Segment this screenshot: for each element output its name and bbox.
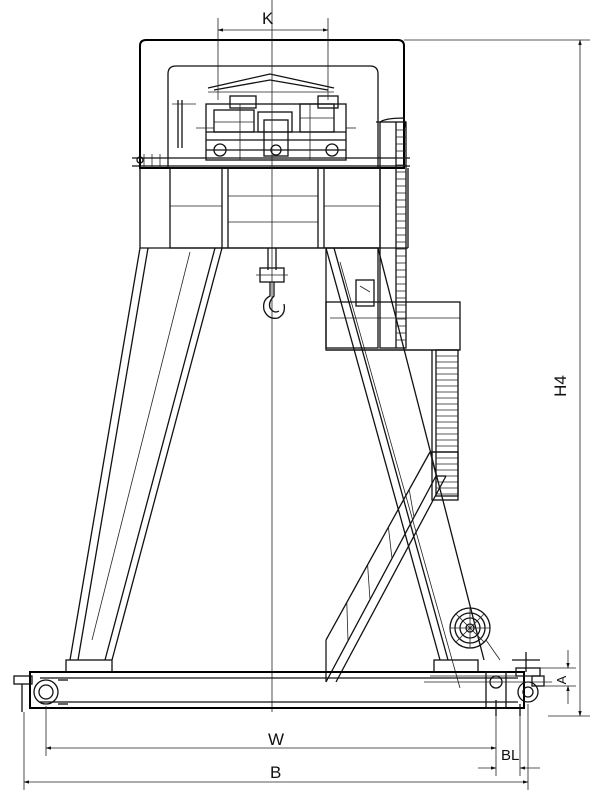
dimension-h4 <box>404 39 590 717</box>
dimension-k-label: K <box>262 9 274 28</box>
dimension-bl-label: BL <box>501 747 519 764</box>
dimension-h4-label: H4 <box>551 375 570 397</box>
diagonal-stair <box>325 451 459 683</box>
stair-post <box>408 489 415 518</box>
operator-cab <box>325 247 461 351</box>
dimension-b <box>23 704 529 790</box>
stair-post <box>388 527 393 559</box>
upper-ladder <box>376 117 407 349</box>
cable-reel <box>449 607 501 661</box>
stair-post <box>429 451 437 477</box>
dimension-bl <box>478 716 540 776</box>
dimension-a-label: A <box>554 675 569 684</box>
stair-post <box>346 602 349 641</box>
dimension-b-label: B <box>270 763 281 782</box>
sill-beam <box>13 652 552 716</box>
trolley <box>196 95 356 161</box>
main-girder <box>139 167 409 249</box>
left-leg <box>65 247 223 673</box>
dimension-w <box>45 706 497 776</box>
dimension-a <box>540 650 576 704</box>
dimension-w-label: W <box>268 730 284 749</box>
stair-post <box>367 564 371 600</box>
dimension-k <box>217 18 329 100</box>
